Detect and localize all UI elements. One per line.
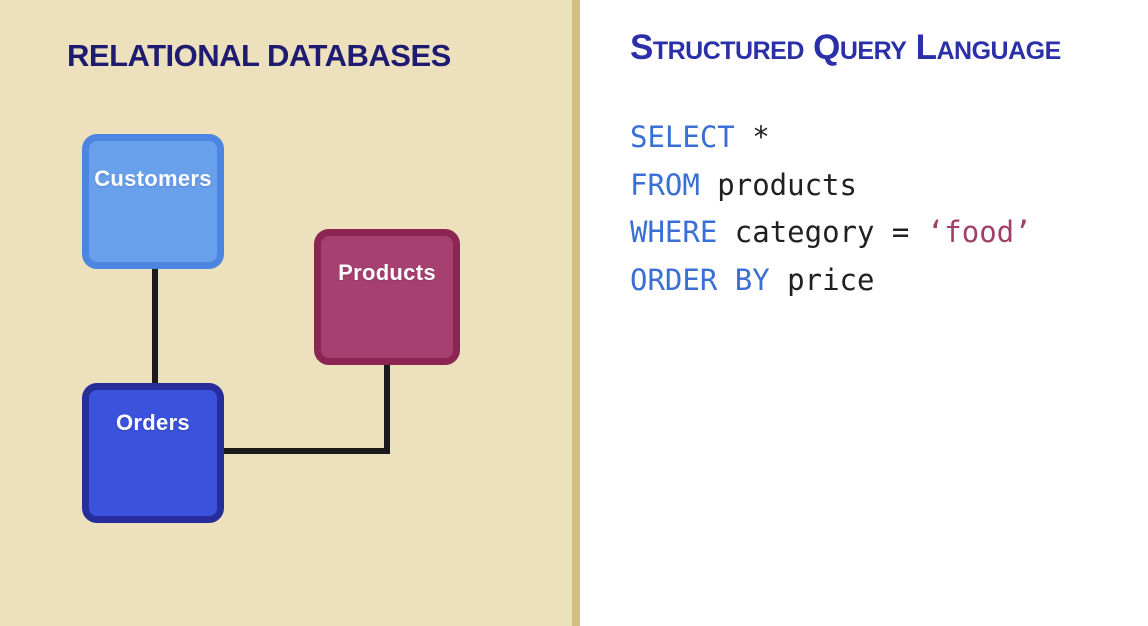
sql-keyword-segment: FROM bbox=[630, 167, 700, 202]
table-label-customers: Customers bbox=[94, 166, 212, 191]
sql-keyword-segment: WHERE bbox=[630, 215, 718, 249]
table-box-customers: Customers bbox=[82, 134, 224, 269]
panel-divider bbox=[572, 0, 580, 626]
sql-code-line: WHERE category = ‘food’ bbox=[630, 209, 1032, 257]
sql-plain-segment: * bbox=[734, 120, 770, 154]
connector-orders-products-horizontal bbox=[224, 448, 390, 454]
relational-databases-panel: RELATIONAL DATABASES Customers Products … bbox=[0, 0, 572, 626]
sql-keyword-segment: SELECT bbox=[630, 120, 735, 154]
table-box-orders: Orders bbox=[82, 383, 224, 523]
sql-code-line: FROM products bbox=[630, 162, 1032, 210]
sql-code-line: ORDER BY price bbox=[630, 257, 1032, 305]
sql-keyword-segment: ORDER BY bbox=[630, 262, 770, 297]
sql-panel: Structured Query Language SELECT *FROM p… bbox=[580, 0, 1148, 626]
sql-plain-segment: price bbox=[769, 262, 875, 297]
connector-customers-orders bbox=[152, 269, 158, 383]
left-panel-title: RELATIONAL DATABASES bbox=[67, 38, 451, 73]
sql-plain-segment: category = bbox=[717, 215, 927, 249]
table-label-orders: Orders bbox=[116, 410, 190, 435]
sql-string-segment: ‘food’ bbox=[926, 215, 1032, 249]
connector-orders-products-vertical bbox=[384, 365, 390, 454]
sql-plain-segment: products bbox=[699, 167, 857, 202]
table-label-products: Products bbox=[338, 260, 436, 285]
table-box-products: Products bbox=[314, 229, 460, 365]
right-panel-title: Structured Query Language bbox=[630, 28, 1061, 67]
sql-code-line: SELECT * bbox=[630, 114, 1032, 162]
